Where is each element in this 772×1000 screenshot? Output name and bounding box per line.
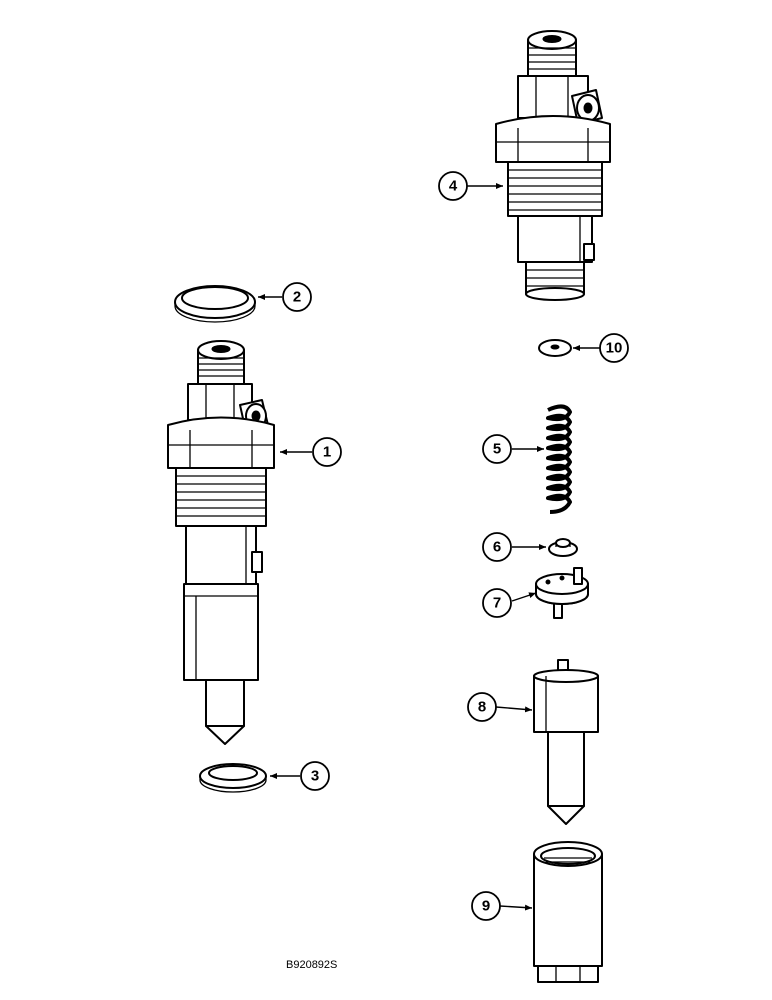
nozzle-holder-body [495,30,611,301]
svg-text:10: 10 [606,340,623,357]
callout-8: 8 [467,692,497,722]
callout-9: 9 [471,891,501,921]
seal-washer-bottom [199,763,267,793]
callout-5: 5 [482,434,512,464]
callout-3: 3 [300,761,330,791]
callout-6: 6 [482,532,512,562]
nozzle [533,659,599,825]
svg-text:6: 6 [493,539,501,556]
callout-7: 7 [482,588,512,618]
injector-assembly [167,340,275,745]
svg-text:7: 7 [493,595,501,612]
intermediate-plate [535,567,589,619]
callout-1: 1 [312,437,342,467]
callout-10: 10 [599,333,629,363]
gasket-ring-top [174,285,256,323]
svg-text:9: 9 [482,898,490,915]
spring [546,404,572,514]
leader-lines [258,183,600,911]
svg-text:4: 4 [449,178,458,195]
svg-text:5: 5 [493,441,501,458]
cap-nut [533,841,603,983]
svg-text:8: 8 [478,699,486,716]
callout-4: 4 [438,171,468,201]
svg-text:2: 2 [293,289,301,306]
spring-seat [548,538,578,557]
shim-disc [538,339,572,357]
figure-code: B920892S [286,959,337,971]
callout-2: 2 [282,282,312,312]
svg-text:1: 1 [323,444,331,461]
svg-text:3: 3 [311,768,319,785]
